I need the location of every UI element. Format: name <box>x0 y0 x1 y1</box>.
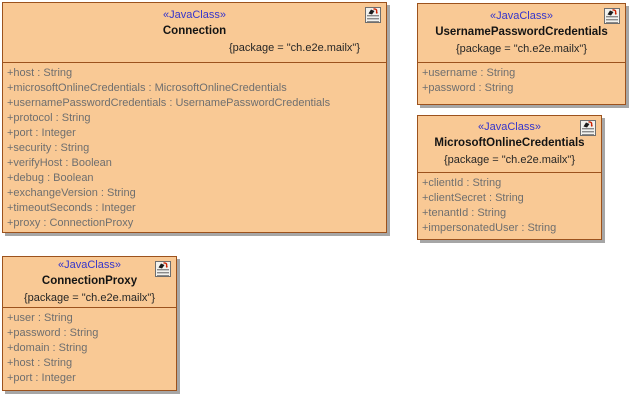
attribute-item[interactable]: +domain : String <box>7 342 88 354</box>
attribute-item[interactable]: +security : String <box>7 142 90 154</box>
class-header: «JavaClass» Connection {package = "ch.e2… <box>3 3 386 63</box>
attribute-item[interactable]: +port : Integer <box>7 372 76 384</box>
attribute-item[interactable]: +port : Integer <box>7 127 76 139</box>
attribute-item[interactable]: +password : String <box>422 82 514 94</box>
class-name[interactable]: ConnectionProxy <box>41 274 138 287</box>
class-package-note: {package = "ch.e2e.mailx"} <box>455 42 588 55</box>
attributes-compartment: +username : String +password : String <box>418 63 625 96</box>
class-stereotype: «JavaClass» <box>58 258 121 271</box>
class-package-note: {package = "ch.e2e.mailx"} <box>443 153 576 166</box>
uml-class-node[interactable]: «JavaClass» MicrosoftOnlineCredentials {… <box>417 115 602 240</box>
class-name[interactable]: UsernamePasswordCredentials <box>435 25 608 38</box>
java-class-icon <box>580 120 596 136</box>
attributes-compartment: +user : String +password : String +domain … <box>3 308 176 386</box>
java-class-icon <box>604 8 620 24</box>
class-header: «JavaClass» ConnectionProxy {package = "… <box>3 257 176 308</box>
class-stereotype: «JavaClass» <box>163 9 226 21</box>
class-name[interactable]: Connection <box>162 25 227 37</box>
attribute-item[interactable]: +password : String <box>7 327 99 339</box>
uml-class-node[interactable]: «JavaClass» UsernamePasswordCredentials … <box>417 3 626 105</box>
attribute-item[interactable]: +protocol : String <box>7 112 91 124</box>
java-class-icon <box>155 261 171 277</box>
attribute-item[interactable]: +user : String <box>7 312 73 324</box>
attribute-item[interactable]: +clientSecret : String <box>422 192 524 204</box>
attribute-item[interactable]: +microsoftOnlineCredentials : MicrosoftO… <box>7 82 287 94</box>
attribute-item[interactable]: +username : String <box>422 67 516 79</box>
class-name[interactable]: MicrosoftOnlineCredentials <box>434 136 585 149</box>
attributes-compartment: +host : String +microsoftOnlineCredential… <box>3 63 386 231</box>
attribute-item[interactable]: +host : String <box>7 67 73 79</box>
attribute-item[interactable]: +proxy : ConnectionProxy <box>7 217 134 229</box>
class-stereotype: «JavaClass» <box>478 120 541 133</box>
class-header: «JavaClass» UsernamePasswordCredentials … <box>418 4 625 63</box>
attribute-item[interactable]: +tenantId : String <box>422 207 507 219</box>
attribute-item[interactable]: +verifyHost : Boolean <box>7 157 112 169</box>
class-stereotype: «JavaClass» <box>490 9 553 22</box>
uml-class-node[interactable]: «JavaClass» ConnectionProxy {package = "… <box>2 256 177 391</box>
class-package-note: {package = "ch.e2e.mailx"} <box>228 42 360 54</box>
attribute-item[interactable]: +timeoutSeconds : Integer <box>7 202 136 214</box>
attribute-item[interactable]: +usernamePasswordCredentials : UsernameP… <box>7 97 331 109</box>
attribute-item[interactable]: +host : String <box>7 357 73 369</box>
attribute-item[interactable]: +debug : Boolean <box>7 172 94 184</box>
attribute-item[interactable]: +exchangeVersion : String <box>7 187 136 199</box>
class-header: «JavaClass» MicrosoftOnlineCredentials {… <box>418 116 601 173</box>
attribute-item[interactable]: +impersonatedUser : String <box>422 222 557 234</box>
java-class-icon <box>365 7 381 23</box>
attributes-compartment: +clientId : String +clientSecret : String… <box>418 173 601 236</box>
uml-class-node[interactable]: «JavaClass» Connection {package = "ch.e2… <box>2 2 387 233</box>
class-package-note: {package = "ch.e2e.mailx"} <box>23 291 156 304</box>
attribute-item[interactable]: +clientId : String <box>422 177 502 189</box>
